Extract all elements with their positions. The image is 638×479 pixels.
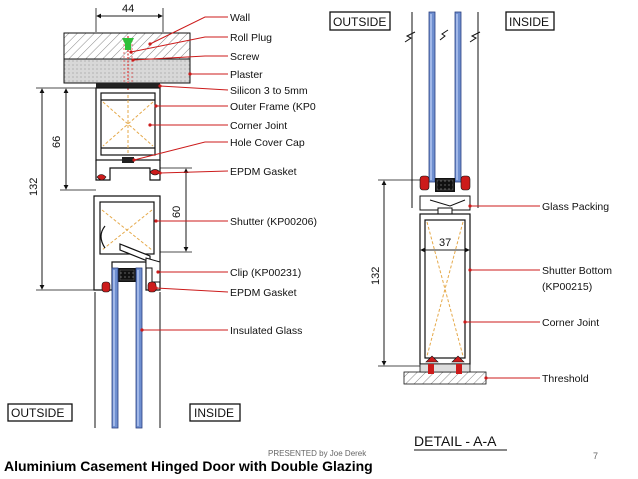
right-outside-box: OUTSIDE — [329, 11, 391, 31]
dimension-37 — [419, 234, 471, 256]
slide-title: Aluminium Casement Hinged Door with Doub… — [4, 458, 373, 474]
label-corner-joint: Corner Joint — [230, 120, 287, 132]
label-wall: Wall — [230, 12, 250, 24]
right-leader-arrows — [463, 204, 488, 380]
dimension-44-label: 44 — [122, 3, 134, 15]
dimension-60-label: 60 — [171, 206, 183, 218]
right-leader-lines — [465, 205, 540, 379]
dimension-66 — [60, 87, 96, 191]
label-clip: Clip (KP00231) — [230, 267, 301, 279]
epdm-gasket-glass-left — [101, 281, 111, 293]
label-insulated-glass: Insulated Glass — [230, 325, 302, 337]
hole-cover-cap — [122, 157, 134, 163]
right-inside-box: INSIDE — [505, 11, 555, 31]
dimension-44: 44 — [95, 3, 164, 32]
screw-icon — [122, 36, 134, 90]
left-outside-label: OUTSIDE — [11, 406, 64, 420]
glass-packing — [419, 195, 471, 215]
clip-profile — [145, 257, 161, 283]
outer-frame — [95, 87, 161, 181]
dimension-132-right — [378, 179, 420, 367]
label-plaster: Plaster — [230, 69, 263, 81]
left-inside-box: INSIDE — [189, 403, 241, 422]
left-leader-arrows — [129, 42, 192, 332]
label-epdm-gasket-2: EPDM Gasket — [230, 287, 297, 299]
label-shutter-bottom-1: Shutter Bottom — [542, 265, 612, 277]
epdm-gasket-top-left — [96, 174, 107, 181]
dimension-66-label: 66 — [51, 136, 63, 148]
label-hole-cover-cap: Hole Cover Cap — [230, 137, 305, 149]
label-outer-frame: Outer Frame (KP0 — [230, 101, 316, 113]
page-number: 7 — [593, 451, 599, 461]
shutter-profile — [93, 195, 161, 291]
label-threshold: Threshold — [542, 373, 589, 385]
insulated-glass — [94, 267, 161, 429]
left-section: 44 — [7, 3, 317, 429]
label-roll-plug: Roll Plug — [230, 32, 272, 44]
right-insulated-glass — [404, 11, 481, 208]
right-gasket-left — [419, 175, 430, 191]
left-leader-lines — [130, 16, 229, 331]
label-epdm-gasket-1: EPDM Gasket — [230, 166, 297, 178]
left-inside-label: INSIDE — [194, 406, 234, 420]
right-outside-label: OUTSIDE — [333, 15, 386, 29]
dimension-132-label: 132 — [28, 178, 40, 196]
label-shutter: Shutter (KP00206) — [230, 216, 317, 228]
right-gasket-right — [460, 175, 471, 191]
label-glass-packing: Glass Packing — [542, 201, 609, 213]
presenter-credit: PRESENTED by Joe Derek — [268, 449, 367, 458]
right-section: OUTSIDE INSIDE — [329, 11, 612, 451]
threshold — [403, 355, 487, 385]
epdm-gasket-top-right — [149, 169, 161, 176]
detail-title: DETAIL - A-A — [414, 433, 497, 449]
left-outside-box: OUTSIDE — [7, 403, 73, 422]
label-corner-joint-right: Corner Joint — [542, 317, 599, 329]
dimension-60 — [160, 167, 192, 253]
label-shutter-bottom-2: (KP00215) — [542, 281, 592, 293]
right-inside-label: INSIDE — [509, 15, 549, 29]
label-silicon: Silicon 3 to 5mm — [230, 85, 308, 97]
dimension-132-right-label: 132 — [370, 267, 382, 285]
label-screw: Screw — [230, 51, 260, 63]
dimension-37-label: 37 — [439, 237, 451, 249]
dimension-132 — [36, 87, 96, 291]
silicon-strip — [96, 83, 160, 88]
